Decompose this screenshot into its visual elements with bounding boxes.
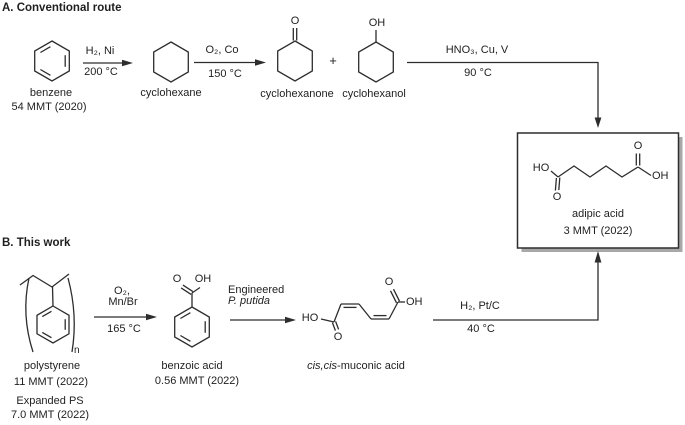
section-a-title: A. Conventional route <box>2 2 122 14</box>
arrow-benzoic-to-muconic <box>230 316 296 324</box>
reagents-b3: H₂, Pt/C <box>460 300 500 312</box>
muconic-o-up-label: O <box>384 276 394 288</box>
label-expanded-ps: Expanded PS <box>16 395 84 407</box>
benzene-structure <box>34 40 70 82</box>
molecule-label-cyclohexanone: cyclohexanone <box>260 88 334 100</box>
arrow-cyclohexane-to-ketone <box>194 59 266 66</box>
adipic-o-left-label: O <box>552 191 562 203</box>
reagents-b2-line2: P. putida <box>228 295 271 307</box>
molecule-label-benzoic-acid: benzoic acid <box>161 360 223 372</box>
molecule-label-cyclohexanol: cyclohexanol <box>342 88 406 100</box>
ketone-oxygen-label: O <box>290 15 300 27</box>
muconic-label-italic-part: cis,cis <box>307 360 338 372</box>
muconic-ho-label: HO <box>301 312 319 324</box>
molecule-label-cyclohexane: cyclohexane <box>140 87 202 99</box>
benzoic-o-label: O <box>172 273 182 285</box>
cyclohexanol-structure <box>358 30 394 83</box>
cyclohexanone-structure <box>277 28 313 82</box>
arrow-polystyrene-to-benzoic <box>94 313 157 321</box>
reagents-b1-line2: Mn/Br <box>108 296 138 308</box>
arrow-benzene-to-cyclohexane <box>83 59 133 67</box>
adipic-oh-label: OH <box>652 170 669 182</box>
conditions-a2: 150 °C <box>208 68 242 80</box>
reagents-a1: H₂, Ni <box>85 45 115 57</box>
production-polystyrene: 11 MMT (2022) <box>13 376 89 388</box>
section-b-title: B. This work <box>2 237 71 249</box>
adipic-acid-structure <box>550 153 652 191</box>
molecule-label-muconic-acid: cis,cis-muconic acid <box>307 360 405 372</box>
conditions-b1: 165 °C <box>107 323 141 335</box>
reagents-a3: HNO₃, Cu, V <box>445 44 509 56</box>
production-expanded-ps: 7.0 MMT (2022) <box>10 409 90 421</box>
product-production: 3 MMT (2022) <box>563 225 633 237</box>
arrow-to-adipic-acid-bottom <box>433 251 602 321</box>
adipic-ho-label: HO <box>532 162 550 174</box>
production-benzene: 54 MMT (2020) <box>11 101 87 113</box>
reagents-b1-line1: O₂, <box>114 285 130 297</box>
production-benzoic-acid: 0.56 MMT (2022) <box>154 375 240 387</box>
molecule-label-polystyrene: polystyrene <box>23 360 81 372</box>
conditions-a1: 200 °C <box>84 66 118 78</box>
polystyrene-structure <box>19 273 75 353</box>
muconic-label-rest-part: -muconic acid <box>337 360 405 372</box>
molecule-label-benzene: benzene <box>29 87 73 99</box>
product-label: adipic acid <box>572 208 624 220</box>
conditions-a3: 90 °C <box>464 67 492 79</box>
conditions-b3: 40 °C <box>467 323 495 335</box>
muconic-oh-label: OH <box>406 296 423 308</box>
benzoic-acid-structure <box>174 284 210 348</box>
alcohol-oh-label: OH <box>368 17 386 29</box>
plus-sign: + <box>329 53 337 68</box>
product-box <box>516 132 683 252</box>
benzoic-oh-label: OH <box>194 273 212 285</box>
arrow-to-adipic-acid-top <box>407 61 602 128</box>
reagents-a2: O₂, Co <box>205 44 239 56</box>
muconic-acid-structure <box>320 288 405 331</box>
adipic-o-right-label: O <box>633 140 643 152</box>
muconic-o-down-label: O <box>333 331 343 343</box>
polymer-repeat-subscript: n <box>74 345 80 356</box>
reagents-b2-line1: Engineered <box>228 284 285 296</box>
cyclohexane-structure <box>153 41 189 83</box>
